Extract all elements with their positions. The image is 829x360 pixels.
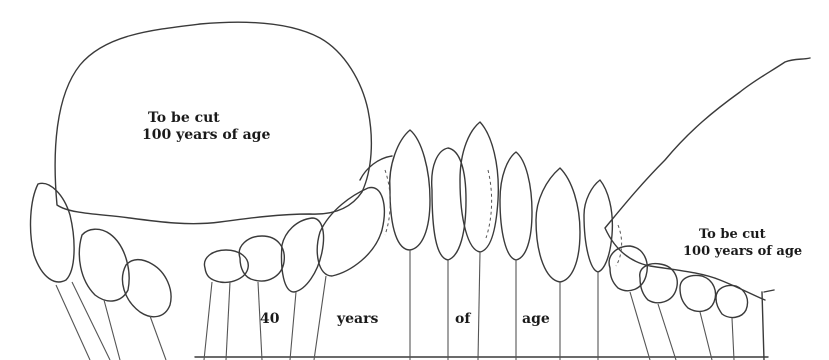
right-tree-cluster <box>609 246 774 360</box>
right-crown-label-line1: To be cut <box>699 227 766 243</box>
left-tree-cluster <box>31 183 172 360</box>
left-crown-label-line2: 100 years of age <box>142 127 270 143</box>
bottom-label-years: years <box>337 311 378 327</box>
bottom-label-of: of <box>455 311 470 327</box>
bottom-label-age-number: 40 <box>260 311 279 327</box>
left-crown-label-line1: To be cut <box>148 110 220 126</box>
large-right-crown <box>605 58 810 300</box>
bottom-label-age: age <box>522 311 550 327</box>
central-tree-row <box>385 122 622 360</box>
right-crown-label-line2: 100 years of age <box>683 244 802 260</box>
